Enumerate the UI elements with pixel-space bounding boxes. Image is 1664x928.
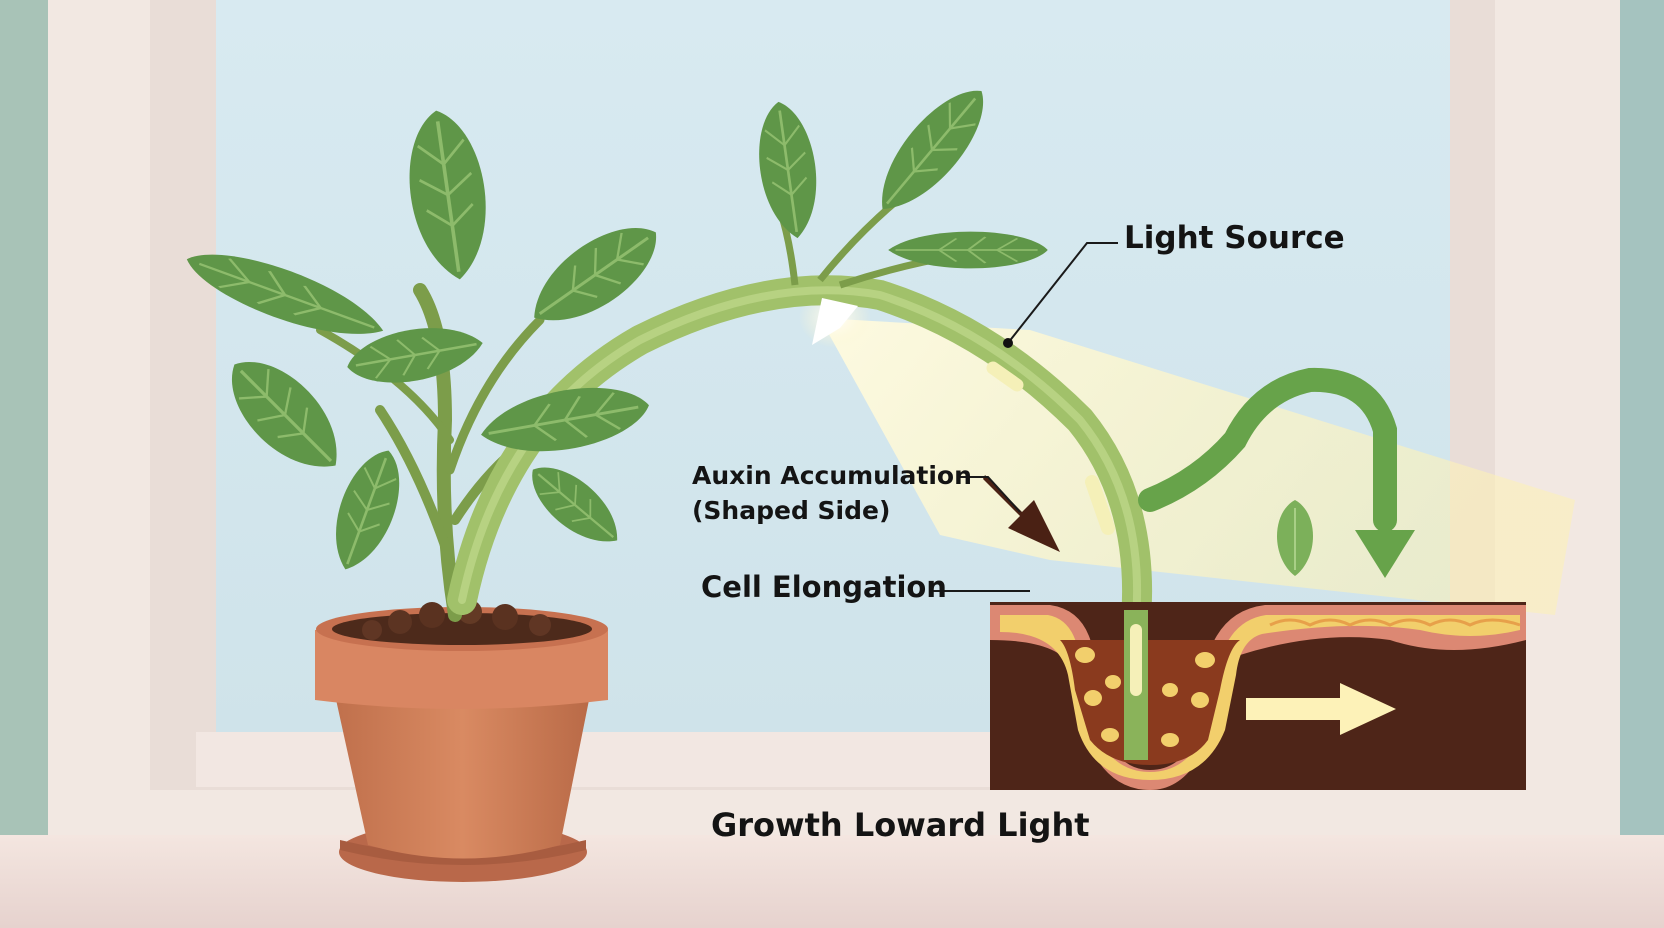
cell-elongation-label: Cell Elongation (701, 570, 947, 604)
leader-dot (1003, 338, 1013, 348)
auxin-label-line2: (Shaped Side) (692, 496, 891, 525)
curved-arrow-icon (1138, 367, 1397, 532)
caption-label: Growth Loward Light (711, 806, 1090, 844)
right-curtain (1620, 0, 1664, 928)
right-arrow-icon (1246, 683, 1396, 735)
top-leaves (749, 72, 1050, 289)
window-sill (0, 835, 1664, 928)
stem-highlight (986, 361, 1024, 392)
down-arrow-icon (1355, 530, 1415, 578)
light-source-label: Light Source (1124, 220, 1345, 256)
tissue-cross-section (990, 602, 1526, 790)
light-entry-arrow (812, 298, 858, 345)
leader-lines (932, 242, 1118, 592)
leaf-icon (1277, 500, 1313, 576)
auxin-accumulation-label: Auxin Accumulation (Shaped Side) (692, 458, 972, 528)
left-curtain (0, 0, 48, 928)
auxin-arrow-icon (983, 475, 1060, 552)
flower-pot (315, 600, 608, 882)
stem-highlight (1085, 475, 1115, 535)
auxin-label-line1: Auxin Accumulation (692, 461, 972, 490)
